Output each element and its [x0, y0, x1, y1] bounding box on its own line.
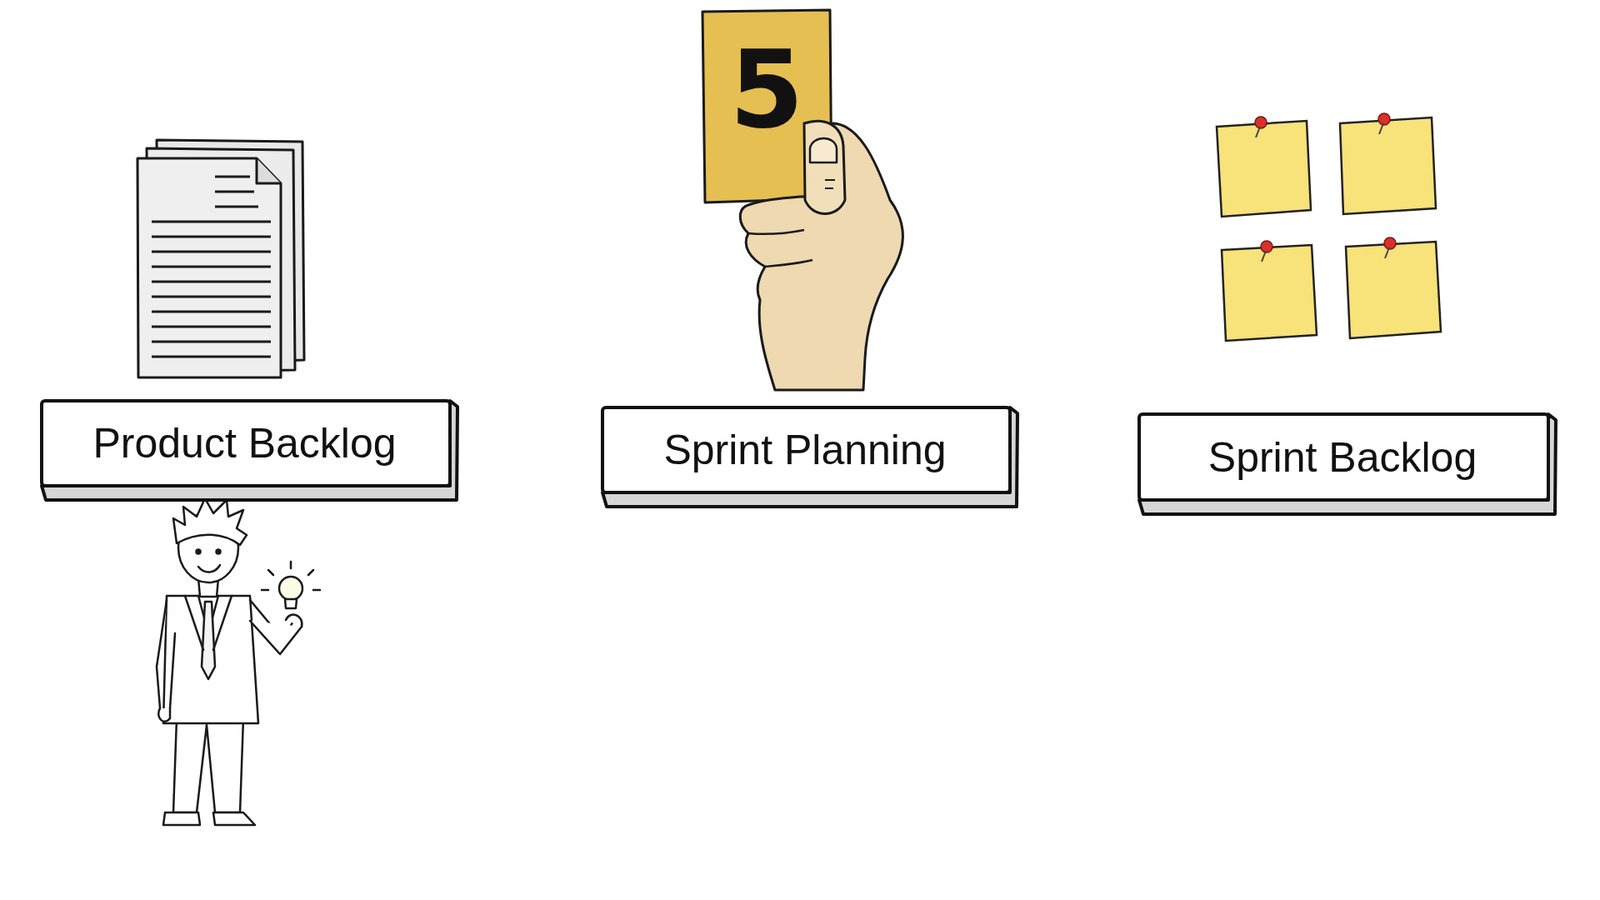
- sticky-notes: [1216, 113, 1441, 341]
- plaque-title: Sprint Planning: [663, 425, 946, 475]
- plaque-title: Product Backlog: [92, 419, 396, 468]
- stage-plaque: Sprint Planning: [600, 405, 1021, 510]
- stage-plaque: Sprint Backlog: [1136, 411, 1560, 518]
- card-number: 5: [702, 18, 831, 160]
- plaque-face: [41, 400, 450, 486]
- product-owner-figure: [156, 498, 320, 825]
- estimation-card-hand: [702, 10, 903, 390]
- plaque-face: [602, 407, 1010, 493]
- plaque-title: Sprint Backlog: [1208, 433, 1477, 482]
- stage-plaque: Product Backlog: [39, 398, 461, 504]
- plaque-depth: [41, 400, 458, 500]
- plaque-depth: [1139, 414, 1556, 515]
- plaque-depth: [602, 407, 1018, 507]
- document-stack: [137, 140, 305, 378]
- plaque-face: [1139, 414, 1549, 500]
